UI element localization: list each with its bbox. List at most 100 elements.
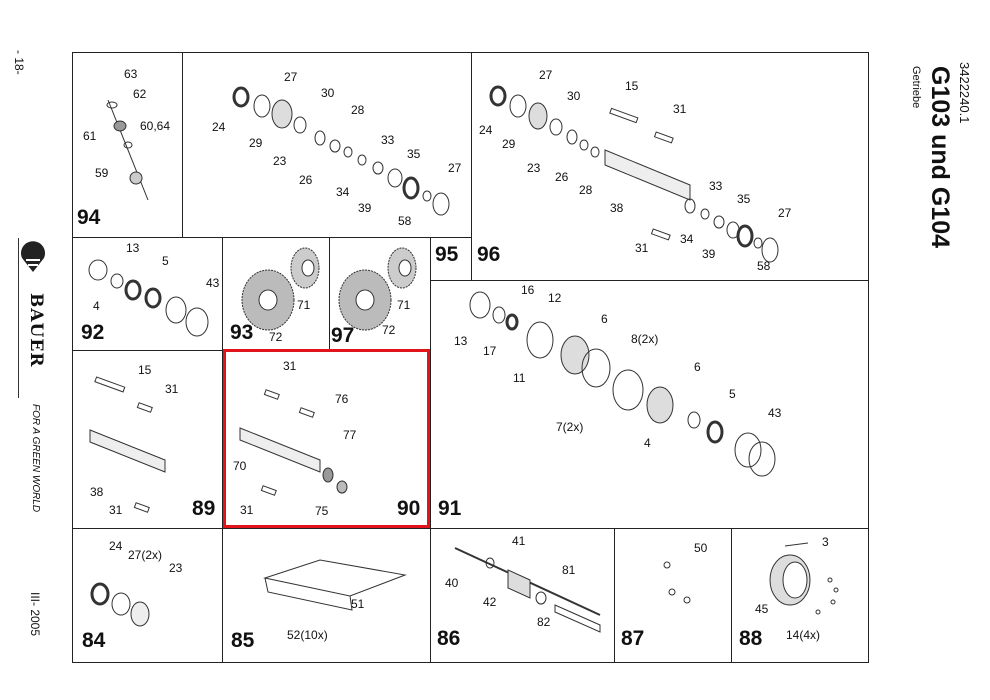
part-label: 6 (601, 312, 608, 326)
part-label: 31 (240, 503, 254, 517)
panel-90-highlighted[interactable] (223, 349, 430, 528)
part-label: 28 (351, 103, 365, 117)
part-label: 27 (778, 206, 792, 220)
part-label: 13 (126, 241, 140, 255)
part-label: 43 (768, 406, 782, 420)
part-label: 31 (635, 241, 649, 255)
part-label: 38 (90, 485, 104, 499)
panel-91-drawing (469, 291, 776, 477)
panel-number: 86 (437, 627, 461, 650)
panel-number: 96 (477, 243, 501, 266)
part-label: 75 (315, 504, 329, 518)
part-label: 76 (335, 392, 349, 406)
part-label: 63 (124, 67, 138, 81)
part-label: 72 (382, 323, 396, 337)
part-label: 61 (83, 129, 97, 143)
part-label: 15 (138, 363, 152, 377)
part-label: 59 (95, 166, 109, 180)
part-label: 58 (398, 214, 412, 228)
part-label: 8(2x) (631, 332, 659, 346)
panel-number: 95 (435, 243, 459, 266)
part-label: 26 (555, 170, 569, 184)
part-label: 41 (512, 534, 526, 548)
part-label: 60,64 (140, 119, 171, 133)
part-label: 27 (284, 70, 298, 84)
panel-number: 87 (621, 627, 645, 650)
panel-84-drawing (90, 582, 150, 627)
bauer-logo: BAUER (18, 238, 48, 398)
part-label: 3 (822, 535, 829, 549)
part-label: 17 (483, 344, 497, 358)
part-label: 42 (483, 595, 497, 609)
panel-96-drawing (489, 85, 779, 263)
part-label: 82 (537, 615, 551, 629)
panel-88-drawing (769, 542, 839, 615)
part-label: 11 (513, 371, 526, 385)
part-label: 5 (729, 387, 736, 401)
part-label: 29 (249, 136, 263, 150)
panel-number: 88 (739, 627, 763, 650)
part-label: 39 (702, 247, 716, 261)
panel-number: 97 (331, 324, 355, 347)
panel-95-drawing (232, 86, 450, 216)
part-label: 31 (283, 359, 297, 373)
part-label: 71 (397, 298, 411, 312)
panel-97-drawing (338, 247, 417, 331)
part-label: 6 (694, 360, 701, 374)
part-label: 13 (454, 334, 468, 348)
part-label: 23 (273, 154, 287, 168)
panel-number: 85 (231, 629, 255, 652)
part-label: 70 (233, 459, 247, 473)
part-label: 33 (709, 179, 723, 193)
panel-89-drawing (89, 376, 166, 513)
part-label: 30 (567, 89, 581, 103)
part-label: 24 (212, 120, 226, 134)
part-label: 51 (351, 597, 365, 611)
panel-87-drawing (663, 561, 691, 604)
part-label: 28 (579, 183, 593, 197)
part-label: 43 (206, 276, 220, 290)
part-label: 35 (737, 192, 751, 206)
panel-number: 93 (230, 321, 254, 344)
part-label: 24 (109, 539, 123, 553)
part-label: 81 (562, 563, 576, 577)
part-label: 38 (610, 201, 624, 215)
part-label: 35 (407, 147, 421, 161)
part-label: 58 (757, 259, 771, 273)
part-label: 34 (336, 185, 350, 199)
part-label: 71 (297, 298, 311, 312)
part-label: 27(2x) (128, 548, 163, 562)
part-label: 72 (269, 330, 283, 344)
part-label: 16 (521, 283, 535, 297)
part-label: 24 (479, 123, 493, 137)
part-label: 40 (445, 576, 459, 590)
panel-90-drawing (239, 389, 348, 496)
part-label: 26 (299, 173, 313, 187)
part-label: 23 (169, 561, 183, 575)
panel-number: 84 (82, 629, 106, 652)
panel-88[interactable] (731, 528, 869, 663)
part-label: 30 (321, 86, 335, 100)
part-label: 27 (448, 161, 462, 175)
part-label: 34 (680, 232, 694, 246)
part-label: 62 (133, 87, 147, 101)
part-label: 52(10x) (287, 628, 328, 642)
part-label: 7(2x) (556, 420, 584, 434)
part-label: 29 (502, 137, 516, 151)
part-label: 31 (109, 503, 123, 517)
panel-number: 89 (192, 497, 216, 520)
panel-number: 94 (77, 206, 101, 229)
panel-number: 91 (438, 497, 462, 520)
part-label: 50 (694, 541, 708, 555)
part-label: 23 (527, 161, 541, 175)
panel-86-drawing (454, 547, 601, 633)
part-label: 31 (165, 382, 179, 396)
part-label: 31 (673, 102, 687, 116)
part-label: 15 (625, 79, 639, 93)
panel-93-drawing (241, 247, 320, 331)
panel-number: 90 (397, 497, 421, 520)
panel-number: 92 (81, 321, 105, 344)
part-label: 33 (381, 133, 395, 147)
panel-92-drawing (88, 259, 209, 337)
